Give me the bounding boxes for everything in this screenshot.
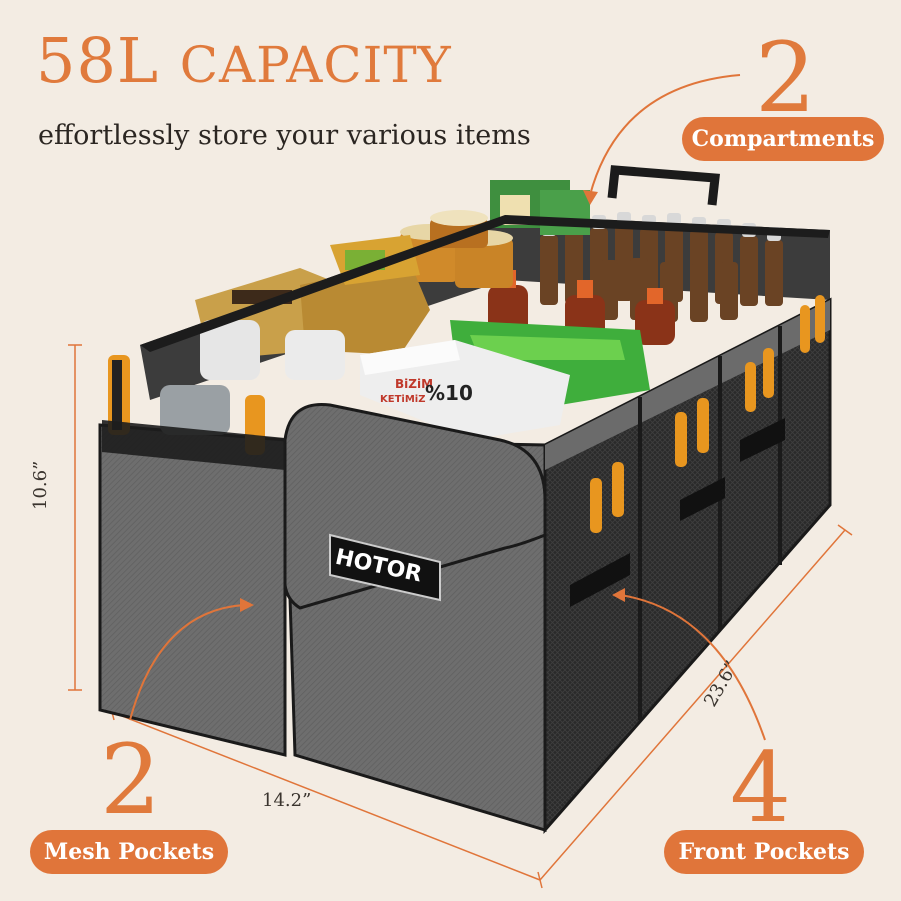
subheadline: effortlessly store your various items (38, 120, 531, 151)
mesh-pockets-pill: Mesh Pockets (30, 830, 228, 874)
compartments-pill: Compartments (682, 117, 884, 161)
front-pockets-count: 4 (730, 732, 792, 844)
front-pockets-arrow (619, 594, 766, 741)
length-dimension-line (539, 524, 853, 881)
snack-box-text-3: KETiMiZ (380, 394, 425, 405)
snack-box: BiZiM %10 KETiMiZ (360, 340, 570, 440)
height-dimension-label: 10.6” (30, 460, 51, 510)
mesh-pockets-count: 2 (100, 724, 162, 836)
back-handle (607, 165, 720, 206)
mesh-pockets-arrow (129, 604, 246, 721)
green-snack-bags (450, 320, 650, 405)
spray-bottles (200, 320, 345, 380)
width-dimension-label: 14.2” (262, 790, 312, 811)
screwdrivers (590, 295, 825, 533)
compartments-arrow (589, 74, 741, 196)
side-straps (570, 418, 785, 607)
front-left-wall (98, 423, 287, 757)
front-pockets-pill: Front Pockets (664, 830, 864, 874)
height-dimension-line (68, 344, 82, 691)
snack-box-text-2: %10 (425, 381, 473, 405)
mesh-pocket-left (102, 420, 285, 470)
snack-box-text-1: BiZiM (395, 377, 433, 391)
headline: 58L CAPACITY (36, 30, 452, 92)
compartments-count: 2 (755, 22, 817, 134)
capacity-word: CAPACITY (179, 36, 452, 94)
organizer-rim (140, 215, 830, 352)
capacity-number: 58L (36, 24, 160, 97)
